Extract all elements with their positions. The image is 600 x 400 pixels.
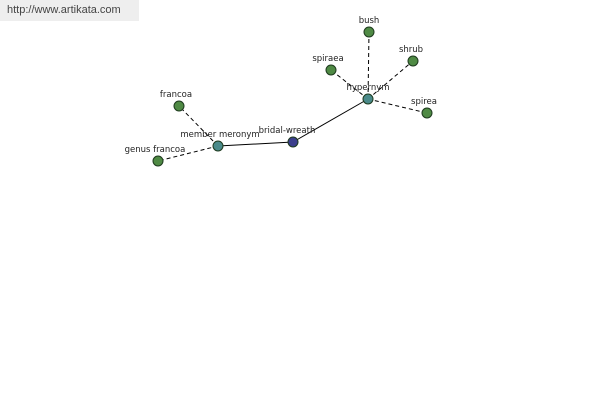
node-genus-francoa[interactable] — [152, 155, 164, 167]
edge-member-meronym-francoa — [178, 105, 219, 147]
label-bush: bush — [359, 16, 380, 26]
source-url[interactable]: http://www.artikata.com — [7, 4, 121, 16]
label-francoa: francoa — [160, 90, 192, 100]
source-banner: http://www.artikata.com — [0, 0, 139, 21]
edge-root-member-meronym — [217, 141, 294, 147]
edge-root-hypernym — [292, 98, 369, 143]
node-bush[interactable] — [363, 26, 375, 38]
label-bridal-wreath: bridal-wreath — [259, 126, 316, 136]
label-spirea: spirea — [411, 97, 437, 107]
label-genus-francoa: genus francoa — [125, 145, 186, 155]
node-spiraea[interactable] — [325, 64, 337, 76]
edge-member-meronym-genus-francoa — [157, 145, 219, 162]
node-francoa[interactable] — [173, 100, 185, 112]
node-member-meronym[interactable] — [212, 140, 224, 152]
node-spirea[interactable] — [421, 107, 433, 119]
edge-hypernym-shrub — [367, 60, 414, 100]
edge-hypernym-spirea — [367, 98, 428, 114]
label-member-meronym: member meronym — [180, 130, 259, 140]
label-shrub: shrub — [399, 45, 423, 55]
label-hypernym: hypernym — [346, 83, 389, 93]
edge-hypernym-spiraea — [330, 69, 369, 100]
node-shrub[interactable] — [407, 55, 419, 67]
node-hypernym[interactable] — [362, 93, 374, 105]
label-spiraea: spiraea — [312, 54, 343, 64]
node-bridal-wreath[interactable] — [287, 136, 299, 148]
